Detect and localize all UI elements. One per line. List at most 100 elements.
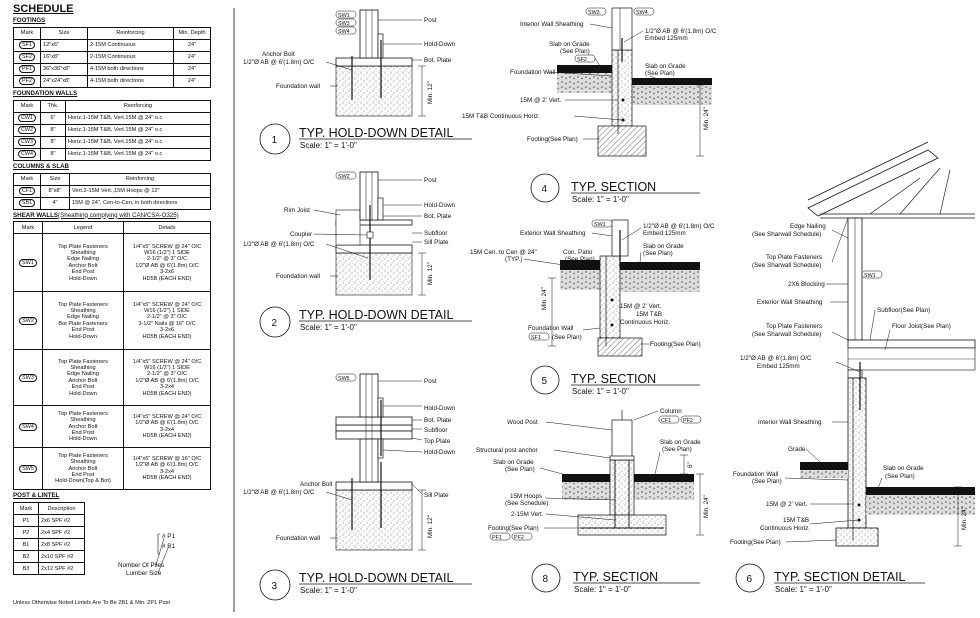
floor-joist — [847, 347, 976, 371]
label-vert-rebar: 15M @ 2' Vert. — [520, 97, 562, 104]
footing — [597, 337, 643, 357]
detail-scale: Scale: 1" = 1'-0" — [300, 586, 357, 595]
label-foundation-wall: Foundation wall — [276, 273, 320, 280]
label-edge-nailing: Edge Nailing — [790, 223, 826, 230]
leader — [411, 437, 423, 441]
label-slab-right-see: (See Plan) — [662, 446, 692, 453]
detail-2: Min. 12" SW2 Post Hold-Down Bot. Plate S… — [243, 171, 472, 338]
leader — [831, 331, 849, 341]
mark-tag — [585, 7, 607, 16]
leader — [877, 477, 883, 489]
roof-rafter — [807, 149, 939, 217]
legend-cell: Top Plate Fasteners Sheathing Edge Naili… — [42, 291, 124, 351]
detail-number-circle — [259, 123, 291, 155]
detail-title: TYP. SECTION — [571, 372, 656, 386]
mark-tag: CW3 — [18, 138, 36, 147]
detail-scale: Scale: 1" = 1'-0" — [572, 387, 629, 396]
leader — [325, 243, 369, 259]
wall-studs — [611, 219, 629, 257]
leader — [621, 227, 642, 241]
tag-text: SF2 — [577, 57, 587, 63]
table-header: Size — [40, 26, 88, 40]
concrete-column — [609, 459, 635, 516]
detail-number-circle — [530, 173, 560, 203]
table-cell: 4-15M both directions — [87, 74, 174, 88]
table-header: Mark — [13, 99, 41, 113]
subfloor — [335, 424, 413, 432]
table-cell: 12"x6" — [40, 38, 88, 52]
label-slab-right: Slab on Grade — [660, 439, 701, 446]
leader — [623, 30, 644, 43]
coupler — [366, 231, 374, 239]
mark-cell: PF2 — [13, 74, 41, 88]
label-top-plate-fasteners-see: (See Sharwall Schedule) — [752, 262, 821, 269]
leader — [573, 115, 623, 121]
legend-label-plies: Number Of Plies — [118, 562, 164, 569]
table-header: Size — [40, 172, 70, 186]
mark-tag — [335, 10, 357, 19]
tag-text: SW2 — [338, 174, 350, 180]
leader — [835, 361, 861, 373]
top-plate — [335, 430, 413, 440]
details-cell: 1/4"x5" SCREW @ 24" O/C W16 (1/2") 1 SID… — [123, 233, 211, 293]
slab-left — [562, 474, 610, 482]
leader — [831, 217, 849, 263]
rim-joist — [335, 209, 361, 246]
table-cell: Vert.2-15M Vert.,15M Hoops @ 12" — [69, 184, 211, 198]
gravel-right — [634, 482, 694, 500]
mark-tag — [680, 415, 702, 424]
label-post: Post — [424, 177, 437, 184]
detail-number: 1 — [272, 135, 278, 146]
table-header-row: Mark Thk. Reinforcing — [13, 99, 211, 113]
table-header: Description — [38, 502, 85, 516]
details-cell: 1/4"x5" SCREW @ 24" O/C 1/2"Ø AB @ 6'(1.… — [123, 405, 211, 449]
legend-leader — [155, 537, 165, 566]
detail-title: TYP. HOLD-DOWN DETAIL — [299, 126, 453, 140]
label-footing: Footing(See Plan) — [650, 341, 701, 348]
label-slab-left: Slab on Grade — [549, 41, 590, 48]
detail-number-circle — [531, 563, 561, 593]
shear-walls-subtitle: (Sheathing complying with CAN/CSA-O325) — [58, 211, 179, 219]
leader — [784, 477, 849, 481]
tag-text: SW3 — [588, 10, 600, 16]
leader — [523, 258, 571, 267]
leader — [869, 309, 876, 341]
foundation-wall-fill — [335, 65, 413, 117]
mark-tag — [335, 26, 357, 35]
table-header-row: Mark Size Reinforcing Min. Depth — [13, 26, 211, 40]
dim-text: Min. 12" — [427, 81, 434, 104]
label-ab-embed: Embed 125mm — [643, 230, 686, 237]
label-ab-embed: Embed 125mm — [645, 35, 688, 42]
patio-slab — [560, 260, 600, 270]
mark-cell: SF2 — [13, 50, 41, 64]
tag-text: SW4 — [338, 29, 350, 35]
label-tb: 15M T&B — [636, 311, 662, 318]
mark-tag: SW3 — [19, 373, 37, 382]
table-cell: 2x12 SPF #2 — [38, 562, 85, 576]
grade-top — [800, 462, 848, 470]
label-interior-sheathing: Interior Wall Sheathing — [520, 21, 584, 28]
label-subfloor: Subfloor(See Plan) — [877, 307, 930, 314]
legend-label-size: Lumber Size — [126, 570, 162, 577]
label-con-patio-see: (See Plan) — [565, 256, 595, 263]
mark-tag — [861, 270, 883, 279]
leader — [809, 519, 860, 525]
truss-webs — [869, 167, 951, 215]
mark-tag — [528, 332, 550, 341]
dim-text: 6" — [687, 462, 694, 468]
table-cell: Horiz.1-15M T&B, Vert.15M @ 24" o.c — [65, 123, 211, 137]
table-header: Details — [123, 221, 211, 235]
gravel-right — [632, 85, 712, 105]
table-header-row: Mark Legend Details — [13, 221, 211, 235]
mark-tag: PF2 — [19, 77, 35, 86]
leader — [582, 327, 601, 331]
label-foundation-wall-see: (See Plan) — [752, 478, 782, 485]
label-slab-left-see: (See Plan) — [505, 466, 535, 473]
label-con-patio: Con. Patio — [563, 249, 593, 256]
detail-1: Min. 12" SW1 SW3 SW4 Post Hold-Down Bot.… — [243, 9, 472, 155]
foundation-walls-title: FOUNDATION WALLS — [13, 89, 78, 97]
